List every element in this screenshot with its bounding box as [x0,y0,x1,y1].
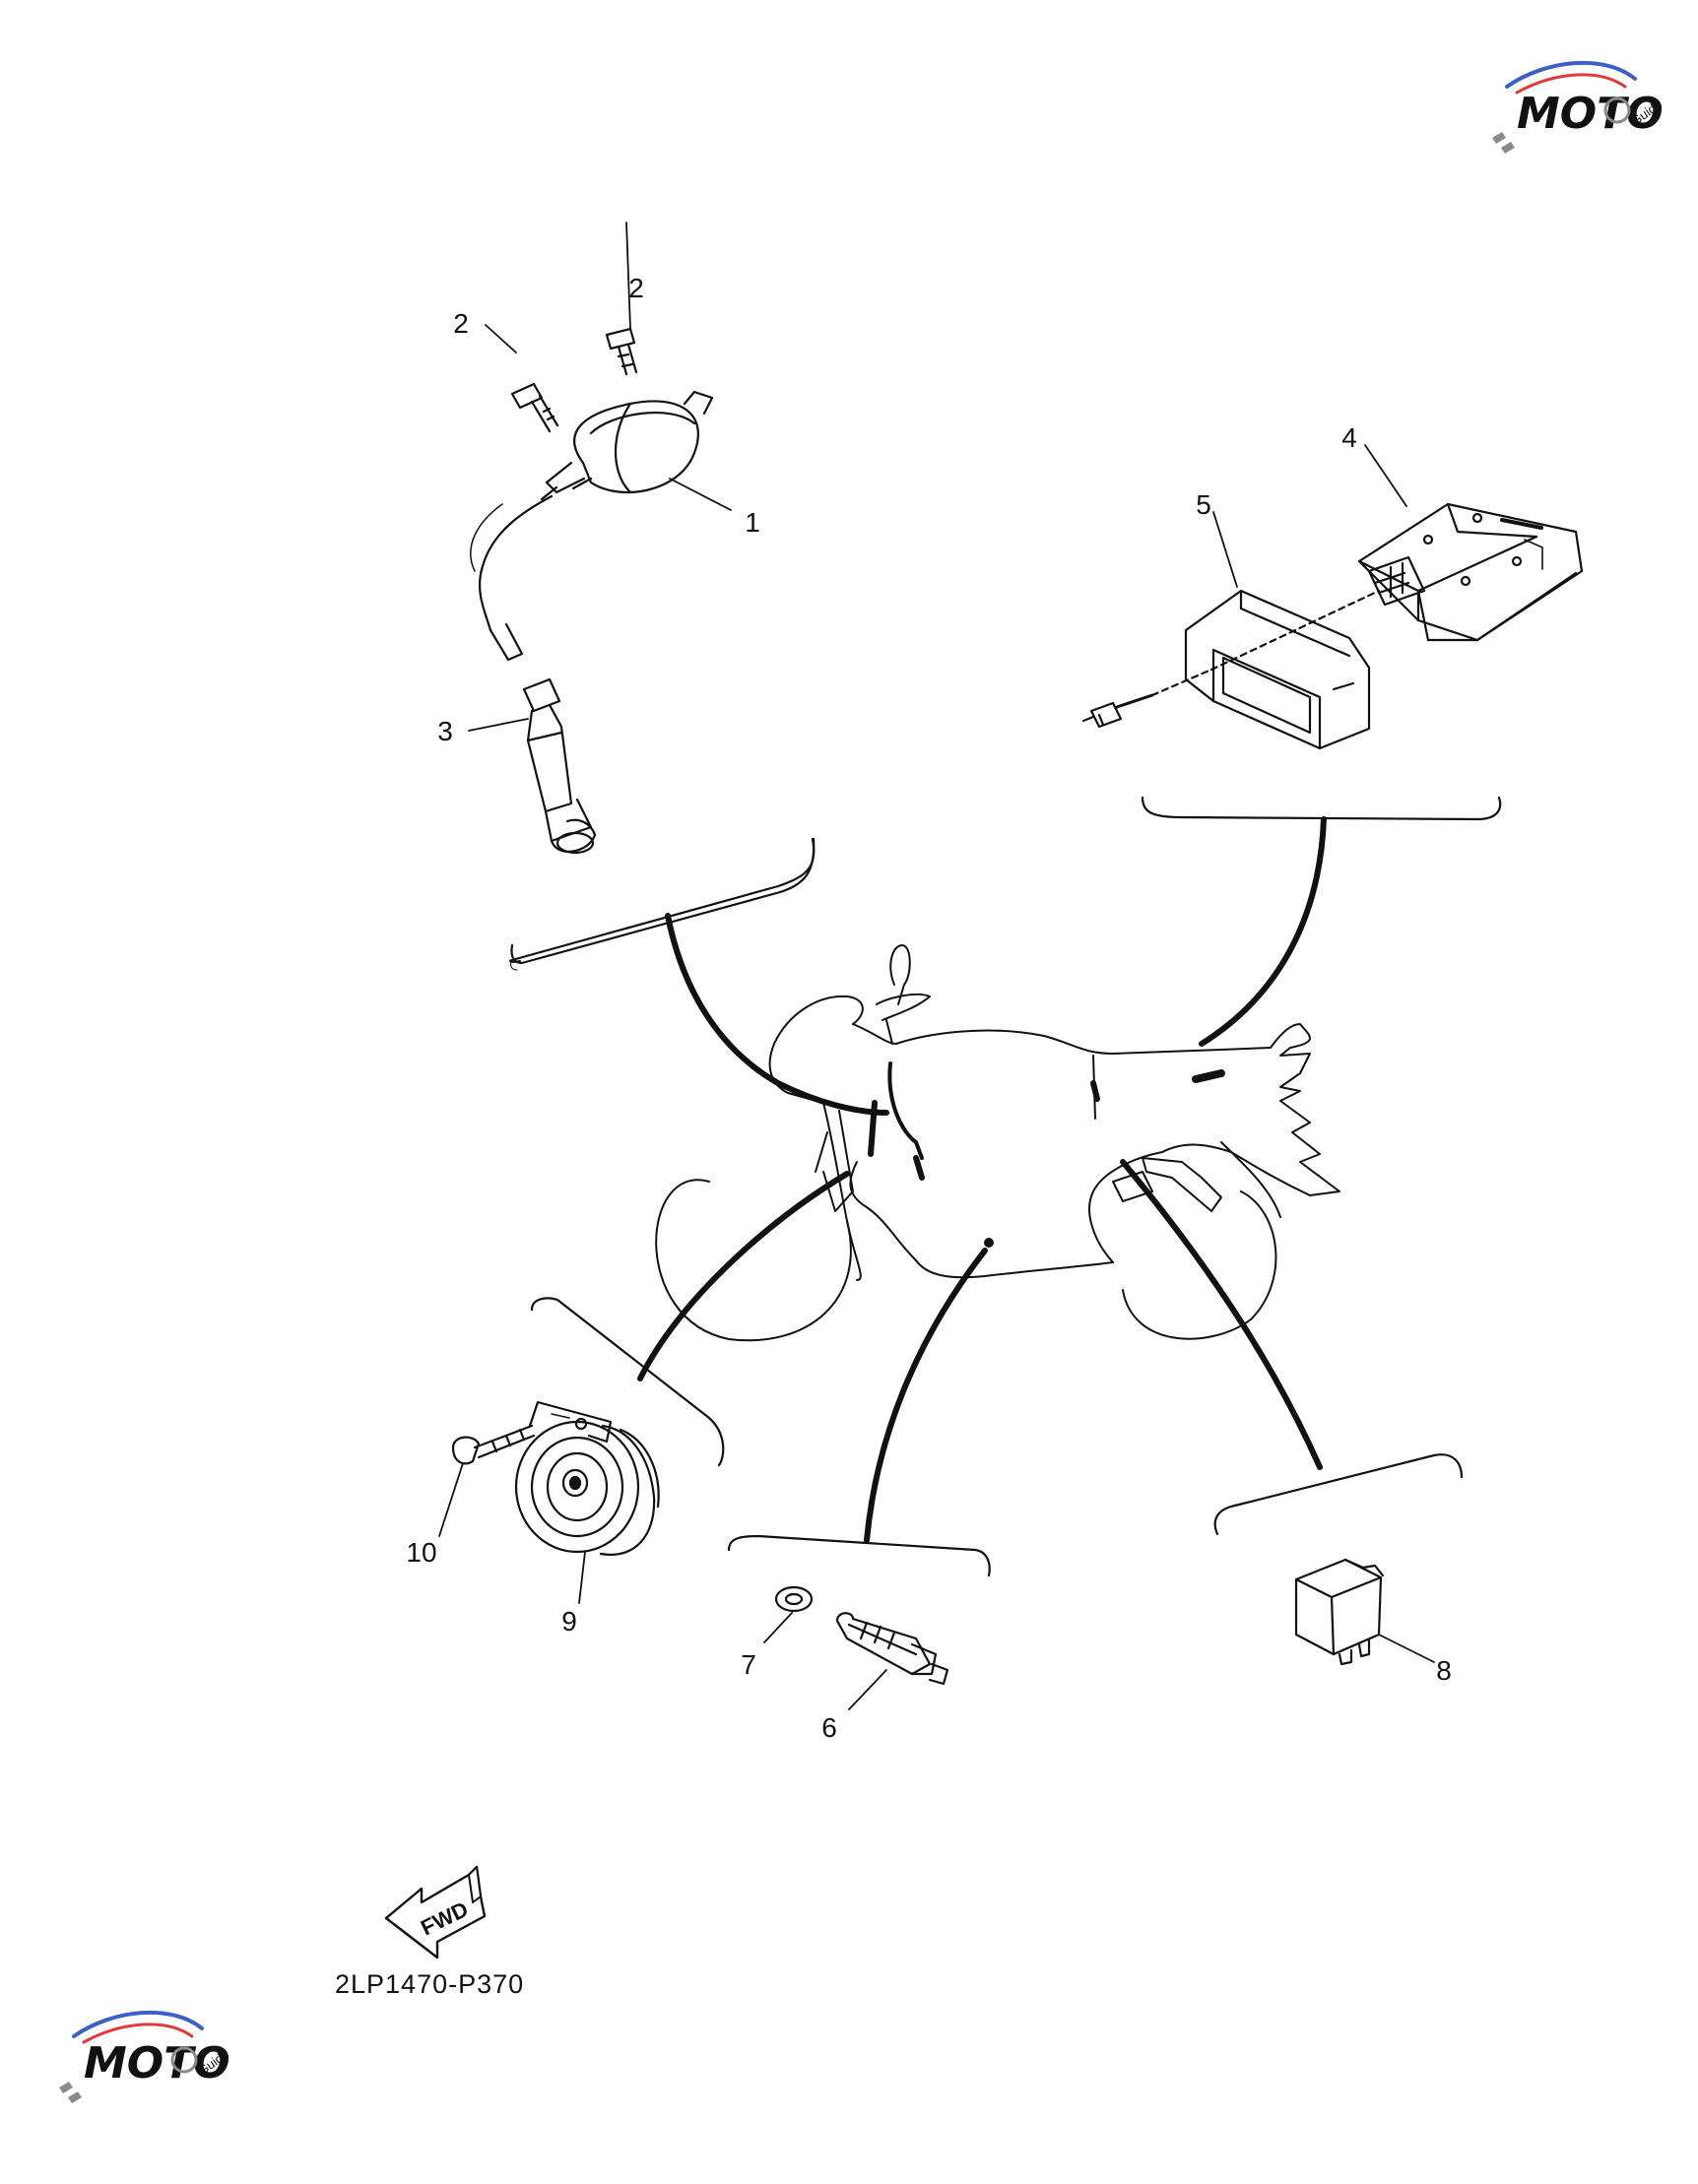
connector-line-relay [1120,1159,1323,1470]
horn [514,1400,660,1557]
coil-bolt-right [605,327,638,376]
callout-frame-coil [510,837,816,965]
cdi-unit-group [1081,444,1584,821]
ignition-coil-lead-wire [478,494,554,632]
control-unit [1357,502,1584,642]
part-label-10: 10 [406,1537,436,1568]
front-wheel [655,1179,852,1342]
coil-bolt-left [510,382,559,433]
part-labels: 2 2 1 3 4 5 10 9 7 6 8 [406,273,1451,1743]
control-unit-rubber-cover [1184,589,1371,750]
callout-bracket-coil [510,837,816,962]
part-label-6: 6 [821,1712,837,1743]
part-label-1: 1 [745,507,760,538]
part-label-4: 4 [1341,422,1357,453]
watermark-logo-top: MOTO Guide [1492,60,1665,154]
connector-line-plug [864,1248,988,1543]
ignition-coil [540,390,714,501]
fwd-arrow-icon: FWD [384,1865,487,1959]
part-label-5: 5 [1196,489,1211,520]
part-label-9: 9 [561,1606,577,1637]
spark-plug [835,1612,949,1686]
watermark-text: MOTO [84,2038,230,2088]
ignition-coil-group [468,222,816,971]
part-label-8: 8 [1436,1655,1452,1686]
part-label-3: 3 [437,716,453,746]
relay [1294,1558,1385,1666]
callout-frame-plug [727,1534,991,1577]
watermark-logo-bottom: MOTO Guide [59,2010,231,2103]
rear-wheel [1122,1190,1277,1340]
connector-line-coil [665,913,889,1116]
part-label-7: 7 [741,1649,756,1680]
watermark-text: MOTO [1517,89,1664,139]
part-label-2-right: 2 [628,273,644,303]
callout-frame-horn [530,1297,725,1467]
horn-bolt [451,1424,536,1465]
harness-connector [1081,589,1381,729]
spark-plug-washer [774,1585,814,1613]
spark-plug-cap [522,677,597,855]
connector-line-horn [637,1171,850,1381]
motorcycle-silhouette [655,944,1340,1342]
part-label-2-left: 2 [453,308,469,339]
diagram-code: 2LP1470-P370 [335,1969,524,1999]
callout-frame-cdi [1141,796,1502,821]
connector-line-cdi [1199,816,1327,1047]
callout-frame-relay [1213,1453,1464,1536]
